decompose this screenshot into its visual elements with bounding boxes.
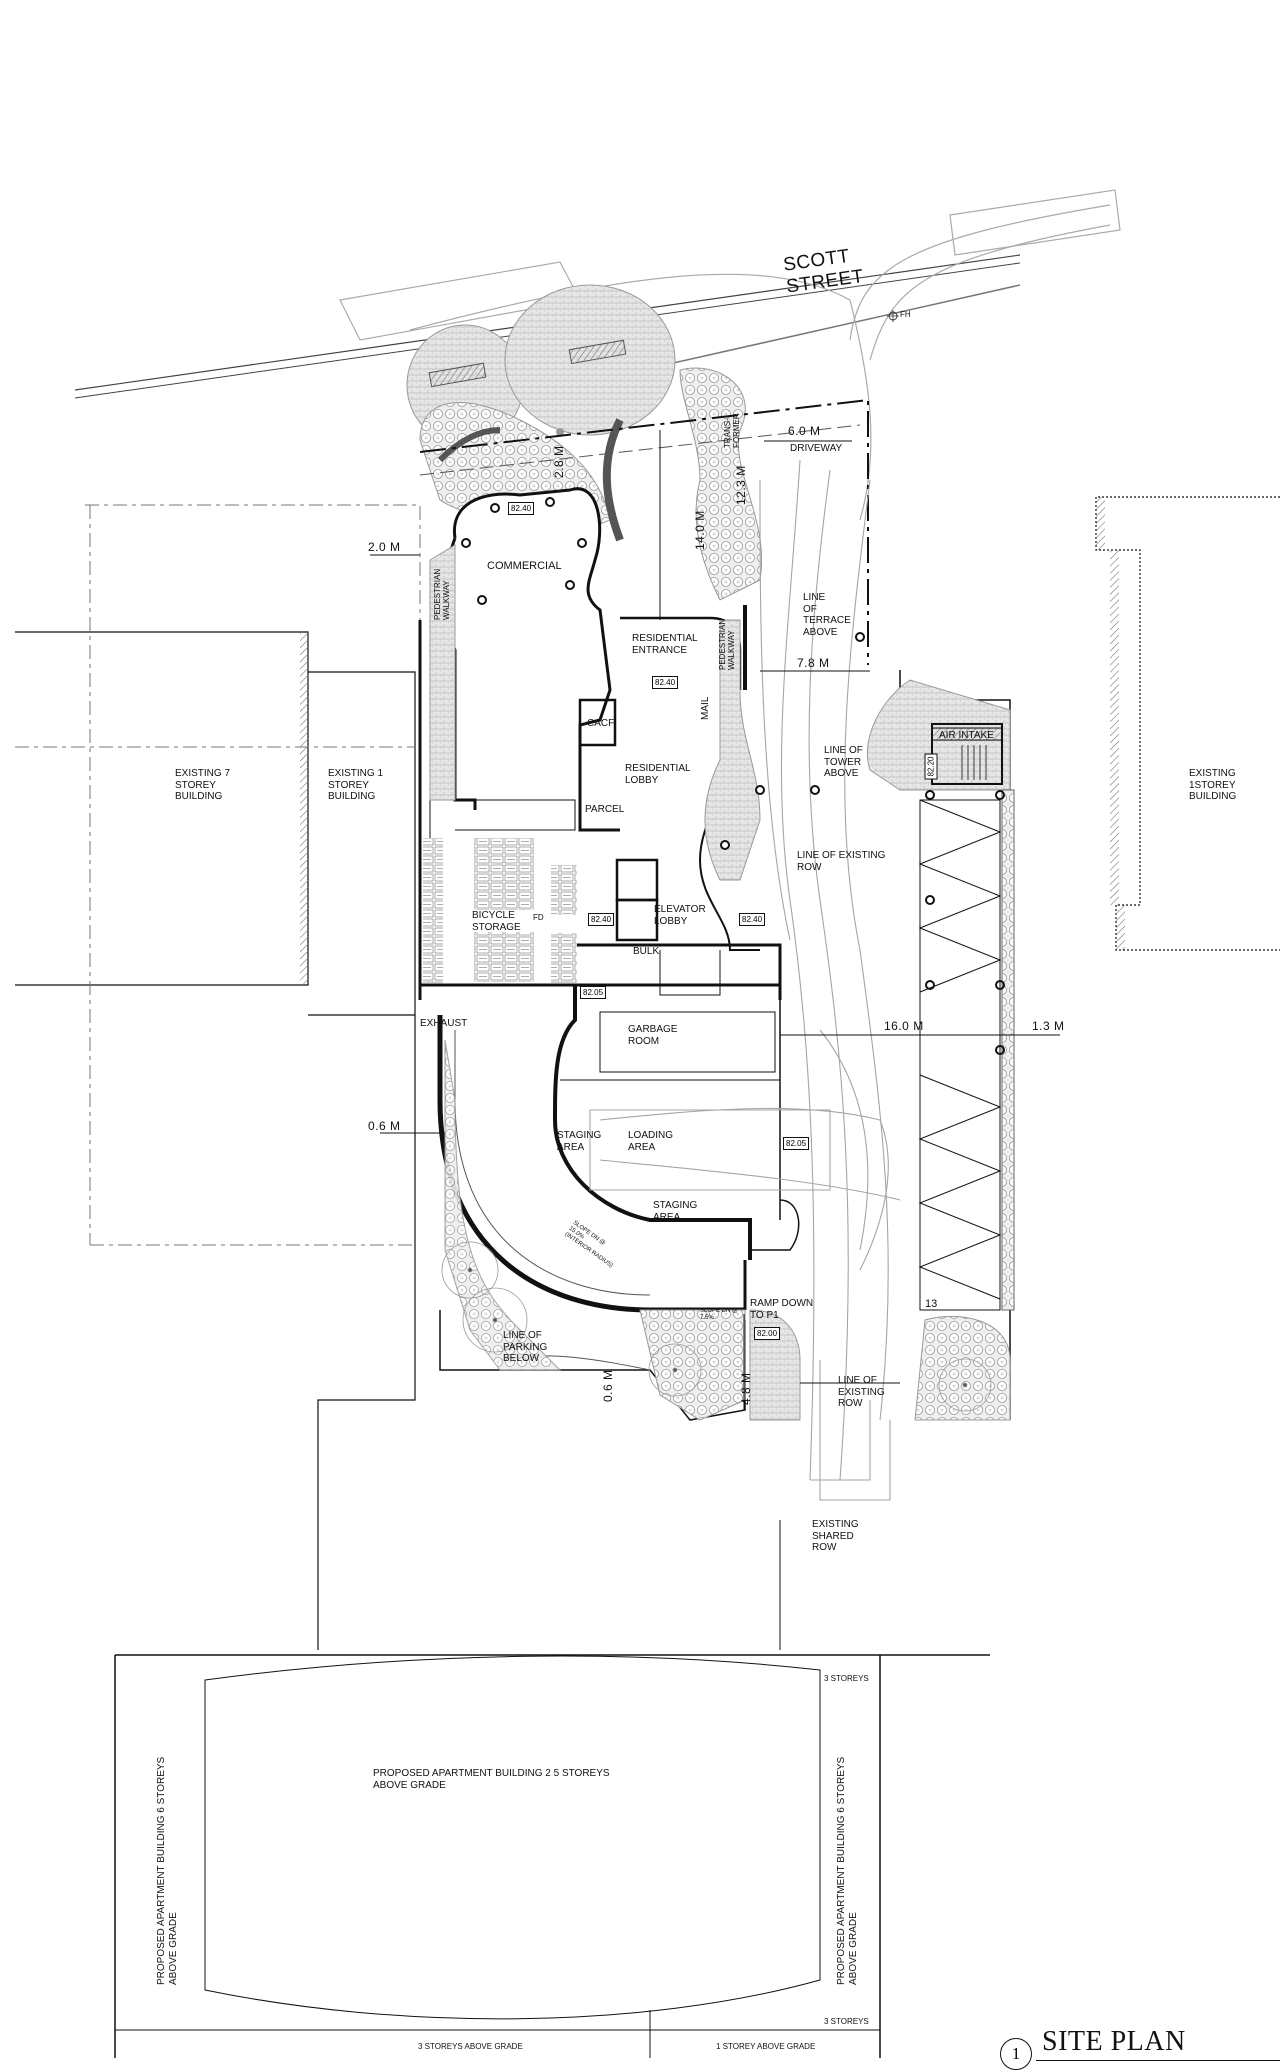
air-intake-stair (931, 723, 1003, 785)
line-of-terrace-note: LINE OF TERRACE ABOVE (803, 592, 851, 638)
proposed-building-2 (114, 1654, 990, 2058)
room-residential-lobby: RESIDENTIAL LOBBY (625, 763, 691, 786)
elevation-air-intake: 82.20 (924, 753, 938, 780)
line-of-existing-row-note-1: LINE OF EXISTING ROW (797, 850, 886, 873)
room-residential-entrance: RESIDENTIAL ENTRANCE (632, 633, 698, 656)
south-setback-dimension: 0.6 m (601, 1369, 615, 1402)
room-staging-area-south: STAGING AREA (653, 1200, 698, 1223)
existing-7-storey-building: EXISTING 7 STOREY BUILDING (175, 768, 231, 802)
proposed-building-west-wing: PROPOSED APARTMENT BUILDING 6 STOREYS AB… (156, 1756, 179, 1985)
room-bicycle-storage: BICYCLE STORAGE (472, 910, 521, 933)
dimension-lines (370, 430, 1060, 1650)
one-storey-above-grade: 1 STOREY ABOVE GRADE (716, 2042, 816, 2051)
fire-hydrant-icon (887, 310, 899, 322)
elevation-elevator-west: 82.40 (588, 913, 615, 926)
terrace-offset-dimension: 7.8 m (797, 656, 830, 670)
line-of-parking-note: LINE OF PARKING BELOW (503, 1330, 548, 1364)
existing-1-storey-building-east: EXISTING 1STOREY BUILDING (1189, 768, 1237, 802)
driveway-length-dimension: 14.0 m (693, 510, 707, 550)
room-mail: MAIL (700, 696, 711, 720)
elevation-elevator-east: 82.40 (739, 913, 766, 926)
pedestrian-walkway-west: PEDESTRIAN WALKWAY (433, 568, 452, 620)
bicycle-racks (423, 838, 577, 983)
line-of-existing-row-note-2: LINE OF EXISTING ROW (838, 1375, 885, 1409)
floor-drain-label: FD (533, 913, 544, 922)
elevation-entrance: 82.40 (652, 676, 679, 689)
room-bulk: BULK (633, 946, 660, 957)
room-garbage: GARBAGE ROOM (628, 1024, 678, 1047)
trees (441, 1241, 992, 1412)
vehicle-turning-paths (589, 459, 901, 1501)
three-storeys-top: 3 STOREYS (824, 1674, 869, 1683)
existing-shared-row-note: EXISTING SHARED ROW (812, 1519, 859, 1553)
existing-buildings (15, 496, 1280, 1650)
parking-stalls (918, 790, 1005, 1311)
planting-strip-dimension: 1.3 m (1032, 1019, 1065, 1033)
existing-1-storey-building-west: EXISTING 1 STOREY BUILDING (328, 768, 384, 802)
ramp-clearance-dimension: 4.8 m (739, 1372, 753, 1405)
line-of-tower-note: LINE OF TOWER ABOVE (824, 745, 863, 779)
elevation-bulk: 82.05 (580, 986, 607, 999)
exhaust-label: EXHAUST (420, 1018, 468, 1029)
title-underline (1036, 2060, 1280, 2061)
room-parcel: PARCEL (585, 804, 625, 815)
drawing-title: SITE PLAN (1042, 2026, 1186, 2057)
three-storeys-above-grade: 3 STOREYS ABOVE GRADE (418, 2042, 523, 2051)
west-setback-lower-dimension: 0.6 m (368, 1119, 401, 1133)
west-setback-dimension: 2.0 m (368, 540, 401, 554)
columns (461, 497, 865, 850)
driveway-east-dimension: 16.0 m (884, 1019, 924, 1033)
three-storeys-bottom: 3 STOREYS (824, 2017, 869, 2026)
ramp-label: RAMP DOWN TO P1 (750, 1298, 814, 1321)
elevation-commercial: 82.40 (508, 502, 535, 515)
room-elevator-lobby: ELEVATOR LOBBY (654, 904, 706, 927)
transformer-clearance-dimension: 12.3 m (734, 465, 748, 505)
elevation-ramp: 82.00 (754, 1327, 781, 1340)
transformer-label: TRANS- FORMER (723, 413, 742, 448)
air-intake-label: AIR INTAKE (939, 730, 994, 741)
fire-hydrant-label: FH (900, 310, 911, 319)
proposed-building-2-label: PROPOSED APARTMENT BUILDING 2 5 STOREYS … (373, 1768, 610, 1791)
ramp-slope-note: SLOPE DN @ 7.5% (700, 1308, 739, 1321)
drawing-number: 1 (1000, 2038, 1032, 2070)
driveway-width-dimension: 6.0 m (788, 424, 821, 438)
proposed-building-east-wing: PROPOSED APARTMENT BUILDING 6 STOREYS AB… (836, 1756, 859, 1985)
parking-count: 13 (925, 1298, 938, 1310)
room-commercial: COMMERCIAL (487, 560, 562, 572)
elevation-loading: 82.05 (783, 1137, 810, 1150)
pedestrian-walkway-east: PEDESTRIAN WALKWAY (718, 618, 737, 670)
room-cacf: CACF (587, 718, 615, 729)
walkway-north-dimension: 2.8 m (552, 445, 566, 478)
room-loading-area: LOADING AREA (628, 1130, 674, 1153)
room-staging-area-west: STAGING AREA (557, 1130, 602, 1153)
driveway-label: DRIVEWAY (790, 443, 843, 454)
